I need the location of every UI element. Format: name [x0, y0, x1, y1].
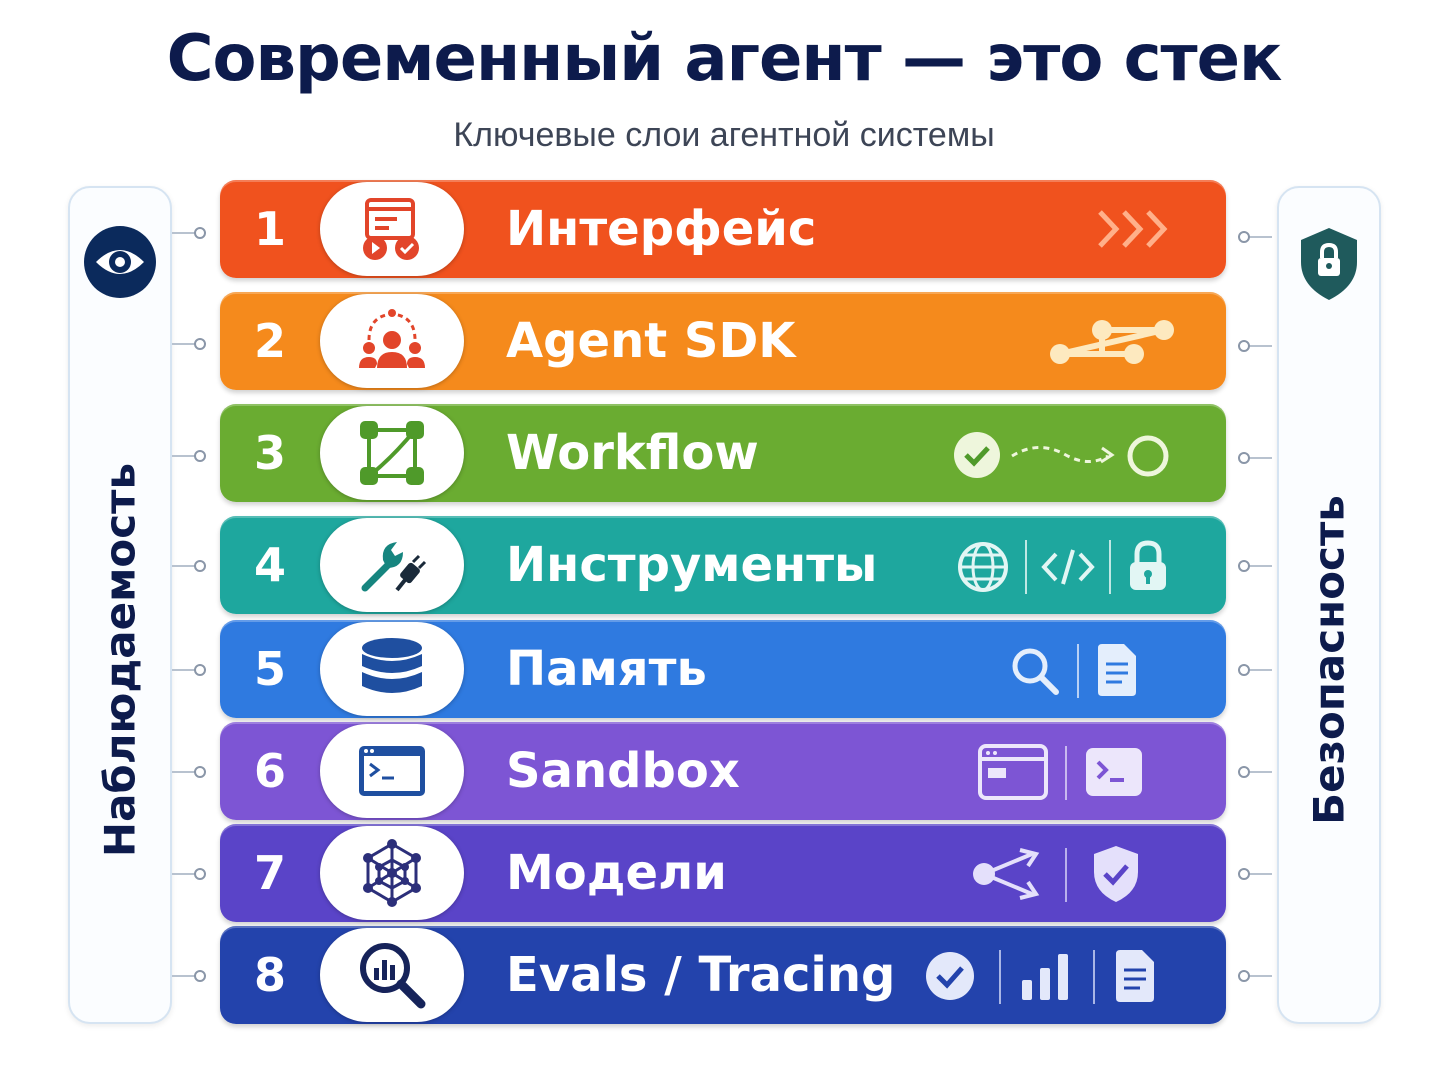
- shield-check-icon: [1094, 846, 1138, 902]
- globe-icon: [958, 542, 1008, 592]
- layer-label: Память: [506, 641, 707, 697]
- layer-icon-badge: [320, 294, 464, 388]
- lock-icon: [1130, 540, 1166, 590]
- layer-icon-badge: [320, 518, 464, 612]
- layer-number: 4: [253, 538, 286, 592]
- layer-memory: 5 Память: [220, 620, 1226, 718]
- security-label: Безопасность: [1304, 495, 1354, 825]
- layer-icon-badge: [320, 724, 464, 818]
- connector-right: [1238, 452, 1272, 464]
- layer-agent-sdk: 2 Agent SDK: [220, 292, 1226, 390]
- connector-left: [172, 664, 206, 676]
- browser-window-icon: [978, 744, 1048, 800]
- connector-left: [172, 227, 206, 239]
- separator-icon: [1077, 644, 1079, 698]
- separator-icon: [1025, 540, 1027, 594]
- layer-icon-badge: [320, 928, 464, 1022]
- layer-number: 2: [253, 314, 286, 368]
- separator-icon: [1109, 540, 1111, 594]
- layer-icon-badge: [320, 826, 464, 920]
- layer-number: 5: [253, 642, 286, 696]
- dashed-arrow-icon: [1011, 446, 1115, 464]
- neural-network-icon: [363, 839, 421, 907]
- connector-right: [1238, 231, 1272, 243]
- layer-evals-tracing: 8 Evals / Tracing: [220, 926, 1226, 1024]
- observability-label: Наблюдаемость: [95, 462, 145, 858]
- layer-number: 8: [253, 948, 286, 1002]
- check-circle-icon: [926, 952, 974, 1000]
- share-nodes-icon: [973, 848, 1040, 900]
- page-subtitle: Ключевые слои агентной системы: [453, 116, 995, 154]
- shield-lock-icon: [1301, 228, 1357, 300]
- connector-right: [1238, 766, 1272, 778]
- security-panel: Безопасность: [1277, 186, 1381, 1024]
- connector-right: [1238, 340, 1272, 352]
- wrench-plug-icon: [361, 542, 427, 592]
- connector-right: [1238, 970, 1272, 982]
- document-icon: [1098, 644, 1136, 696]
- connector-right: [1238, 664, 1272, 676]
- terminal-prompt-icon: [1086, 748, 1142, 796]
- layer-interface: 1 Интерфейс: [220, 180, 1226, 278]
- bar-chart-icon: [1022, 954, 1068, 1000]
- layer-label: Интерфейс: [506, 201, 817, 257]
- check-circle-icon: [954, 432, 1000, 478]
- layer-number: 3: [253, 426, 286, 480]
- layer-label: Модели: [506, 845, 727, 901]
- page-title: Современный агент — это стек: [166, 22, 1283, 96]
- layer-models: 7 Модели: [220, 824, 1226, 922]
- layer-icon-badge: [320, 622, 464, 716]
- layer-number: 6: [253, 744, 286, 798]
- connector-left: [172, 766, 206, 778]
- code-icon: [1041, 549, 1095, 585]
- observability-panel: Наблюдаемость: [68, 186, 172, 1024]
- connector-left: [172, 868, 206, 880]
- layer-workflow: 3 Workflow: [220, 404, 1226, 502]
- separator-icon: [1065, 848, 1067, 902]
- layer-icon-badge: [320, 182, 464, 276]
- chevrons-right-icon: [1098, 210, 1168, 248]
- terminal-window-icon: [359, 746, 425, 796]
- node-tree-icon: [1050, 320, 1174, 364]
- layer-label: Agent SDK: [506, 313, 796, 369]
- separator-icon: [1065, 746, 1067, 800]
- interface-window-icon: [363, 198, 419, 260]
- layer-tools: 4 Инструменты: [220, 516, 1226, 614]
- search-icon: [1012, 648, 1059, 695]
- analytics-magnifier-icon: [360, 943, 426, 1009]
- layer-sandbox: 6 Sandbox: [220, 722, 1226, 820]
- connector-right: [1238, 868, 1272, 880]
- layer-label: Evals / Tracing: [506, 947, 896, 1003]
- connector-left: [172, 450, 206, 462]
- layer-label: Workflow: [506, 425, 759, 481]
- connector-left: [172, 560, 206, 572]
- layer-number: 7: [253, 846, 286, 900]
- eye-icon: [84, 226, 156, 298]
- circle-icon: [1127, 435, 1169, 477]
- flow-graph-icon: [360, 421, 424, 485]
- layer-label: Инструменты: [506, 537, 878, 593]
- document-icon: [1116, 950, 1154, 1002]
- connector-left: [172, 970, 206, 982]
- connector-left: [172, 338, 206, 350]
- team-network-icon: [359, 309, 425, 368]
- separator-icon: [1093, 950, 1095, 1004]
- layer-number: 1: [253, 202, 286, 256]
- layer-label: Sandbox: [506, 743, 740, 799]
- layer-icon-badge: [320, 406, 464, 500]
- separator-icon: [999, 950, 1001, 1004]
- connector-right: [1238, 560, 1272, 572]
- database-icon: [362, 638, 422, 693]
